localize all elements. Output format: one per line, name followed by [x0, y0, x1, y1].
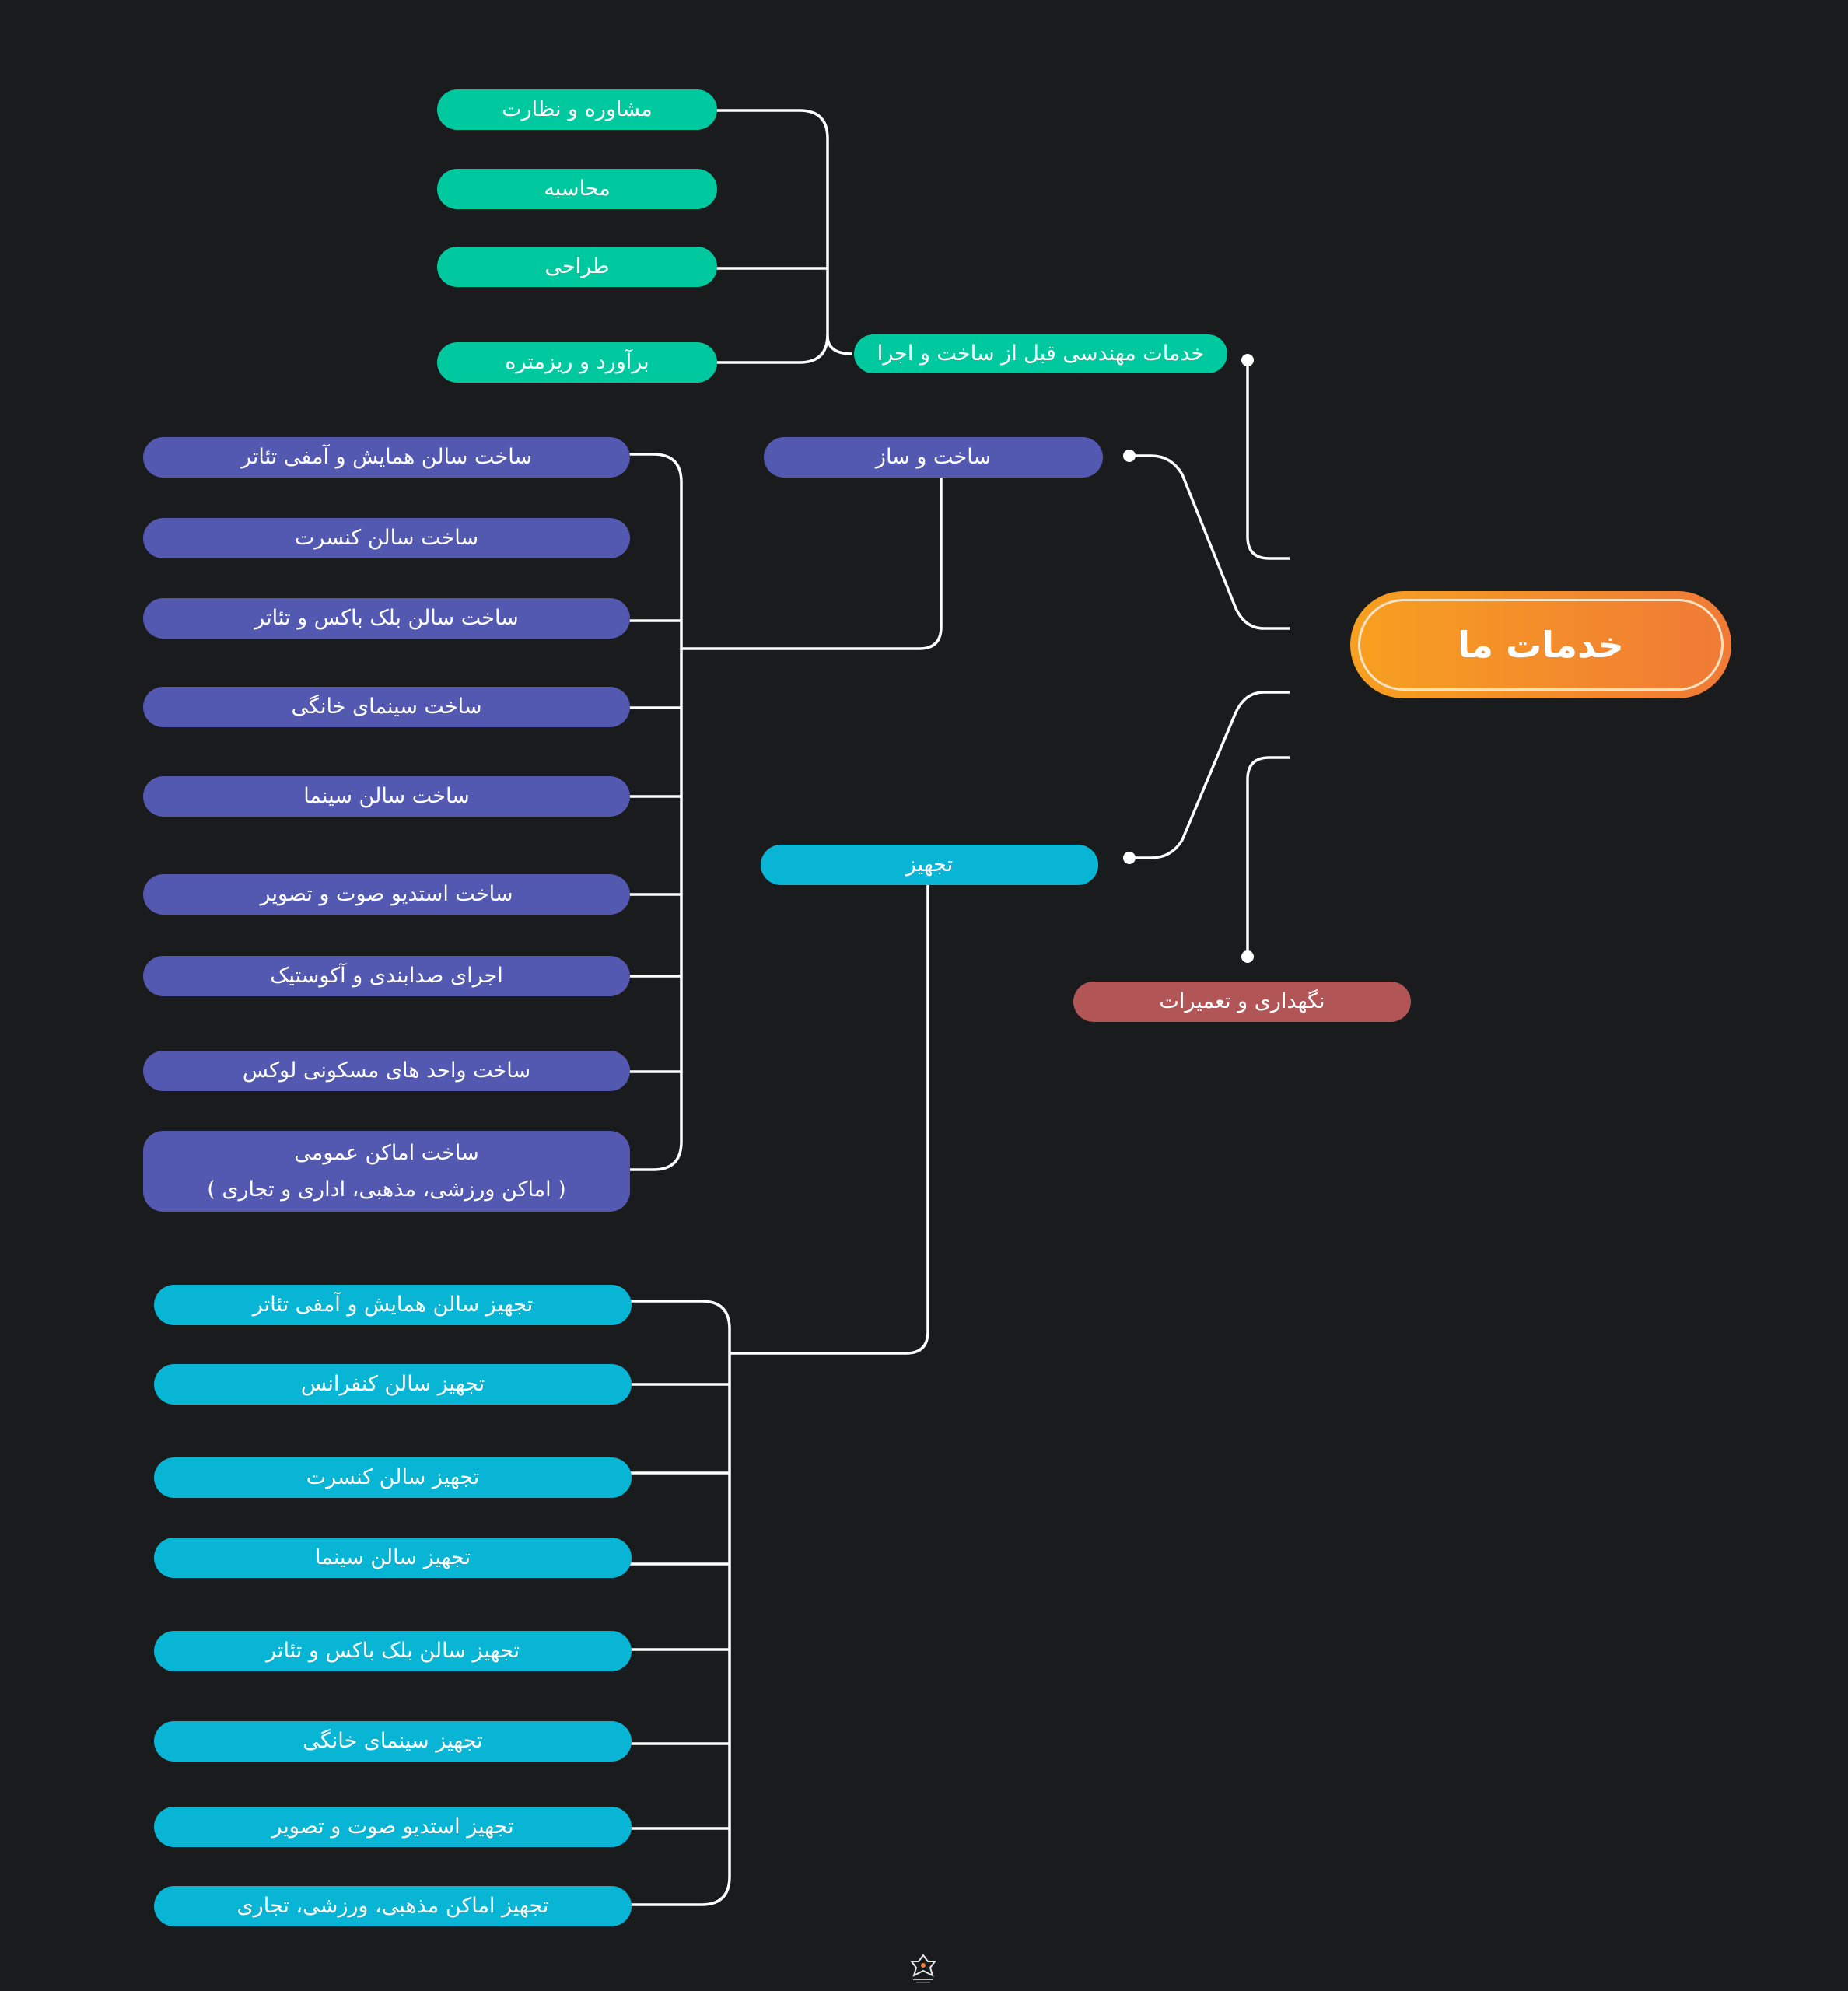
construction-node[interactable]: ساخت و ساز — [764, 437, 1103, 478]
construction-item[interactable]: ساخت سالن بلک باکس و تئاتر — [143, 598, 630, 639]
equipping-item[interactable]: تجهیز اماکن مذهبی، ورزشی، تجاری — [154, 1886, 632, 1926]
public-places-line2: ( اماکن ورزشی، مذهبی، اداری و تجاری ) — [207, 1177, 566, 1202]
root-node[interactable]: خدمات ما — [1350, 591, 1731, 698]
pre-engineering-item[interactable]: محاسبه — [437, 169, 717, 209]
public-places-line1: ساخت اماکن عمومی — [294, 1140, 479, 1165]
root-label: خدمات ما — [1358, 599, 1724, 691]
equipping-item[interactable]: تجهیز سینمای خانگی — [154, 1721, 632, 1762]
equipping-node[interactable]: تجهیز — [761, 845, 1098, 885]
equipping-item[interactable]: تجهیز سالن همایش و آمفی تئاتر — [154, 1285, 632, 1325]
construction-item[interactable]: ساخت استدیو صوت و تصویر — [143, 874, 630, 915]
construction-item[interactable]: ساخت واحد های مسکونی لوکس — [143, 1051, 630, 1091]
pre-engineering-item[interactable]: برآورد و ریزمتره — [437, 342, 717, 383]
equipping-item[interactable]: تجهیز سالن کنسرت — [154, 1457, 632, 1498]
maintenance-node[interactable]: نگهداری و تعمیرات — [1073, 982, 1411, 1022]
equipping-item[interactable]: تجهیز استدیو صوت و تصویر — [154, 1807, 632, 1847]
pre-engineering-item[interactable]: طراحی — [437, 247, 717, 287]
construction-item[interactable]: ساخت سالن کنسرت — [143, 518, 630, 558]
construction-item-public-places[interactable]: ساخت اماکن عمومی ( اماکن ورزشی، مذهبی، ا… — [143, 1131, 630, 1212]
construction-item[interactable]: ساخت سالن همایش و آمفی تئاتر — [143, 437, 630, 478]
construction-item[interactable]: ساخت سالن سینما — [143, 776, 630, 817]
pre-engineering-item[interactable]: مشاوره و نظارت — [437, 89, 717, 130]
equipping-item[interactable]: تجهیز سالن بلک باکس و تئاتر — [154, 1631, 632, 1671]
equipping-item[interactable]: تجهیز سالن سینما — [154, 1538, 632, 1578]
company-logo-icon — [910, 1954, 936, 1983]
construction-item[interactable]: ساخت سینمای خانگی — [143, 687, 630, 727]
pre-engineering-node[interactable]: خدمات مهندسی قبل از ساخت و اجرا — [854, 334, 1227, 373]
construction-item[interactable]: اجرای صدابندی و آکوستیک — [143, 956, 630, 996]
equipping-item[interactable]: تجهیز سالن کنفرانس — [154, 1364, 632, 1405]
